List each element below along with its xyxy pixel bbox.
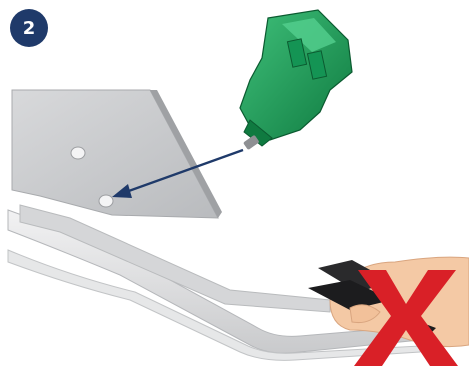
green-connector	[240, 10, 352, 150]
mounting-plate	[12, 90, 222, 218]
step-number-badge: 2	[10, 9, 48, 47]
upper-mounting-hole	[71, 147, 85, 159]
switch-mounting-hole	[99, 195, 113, 207]
